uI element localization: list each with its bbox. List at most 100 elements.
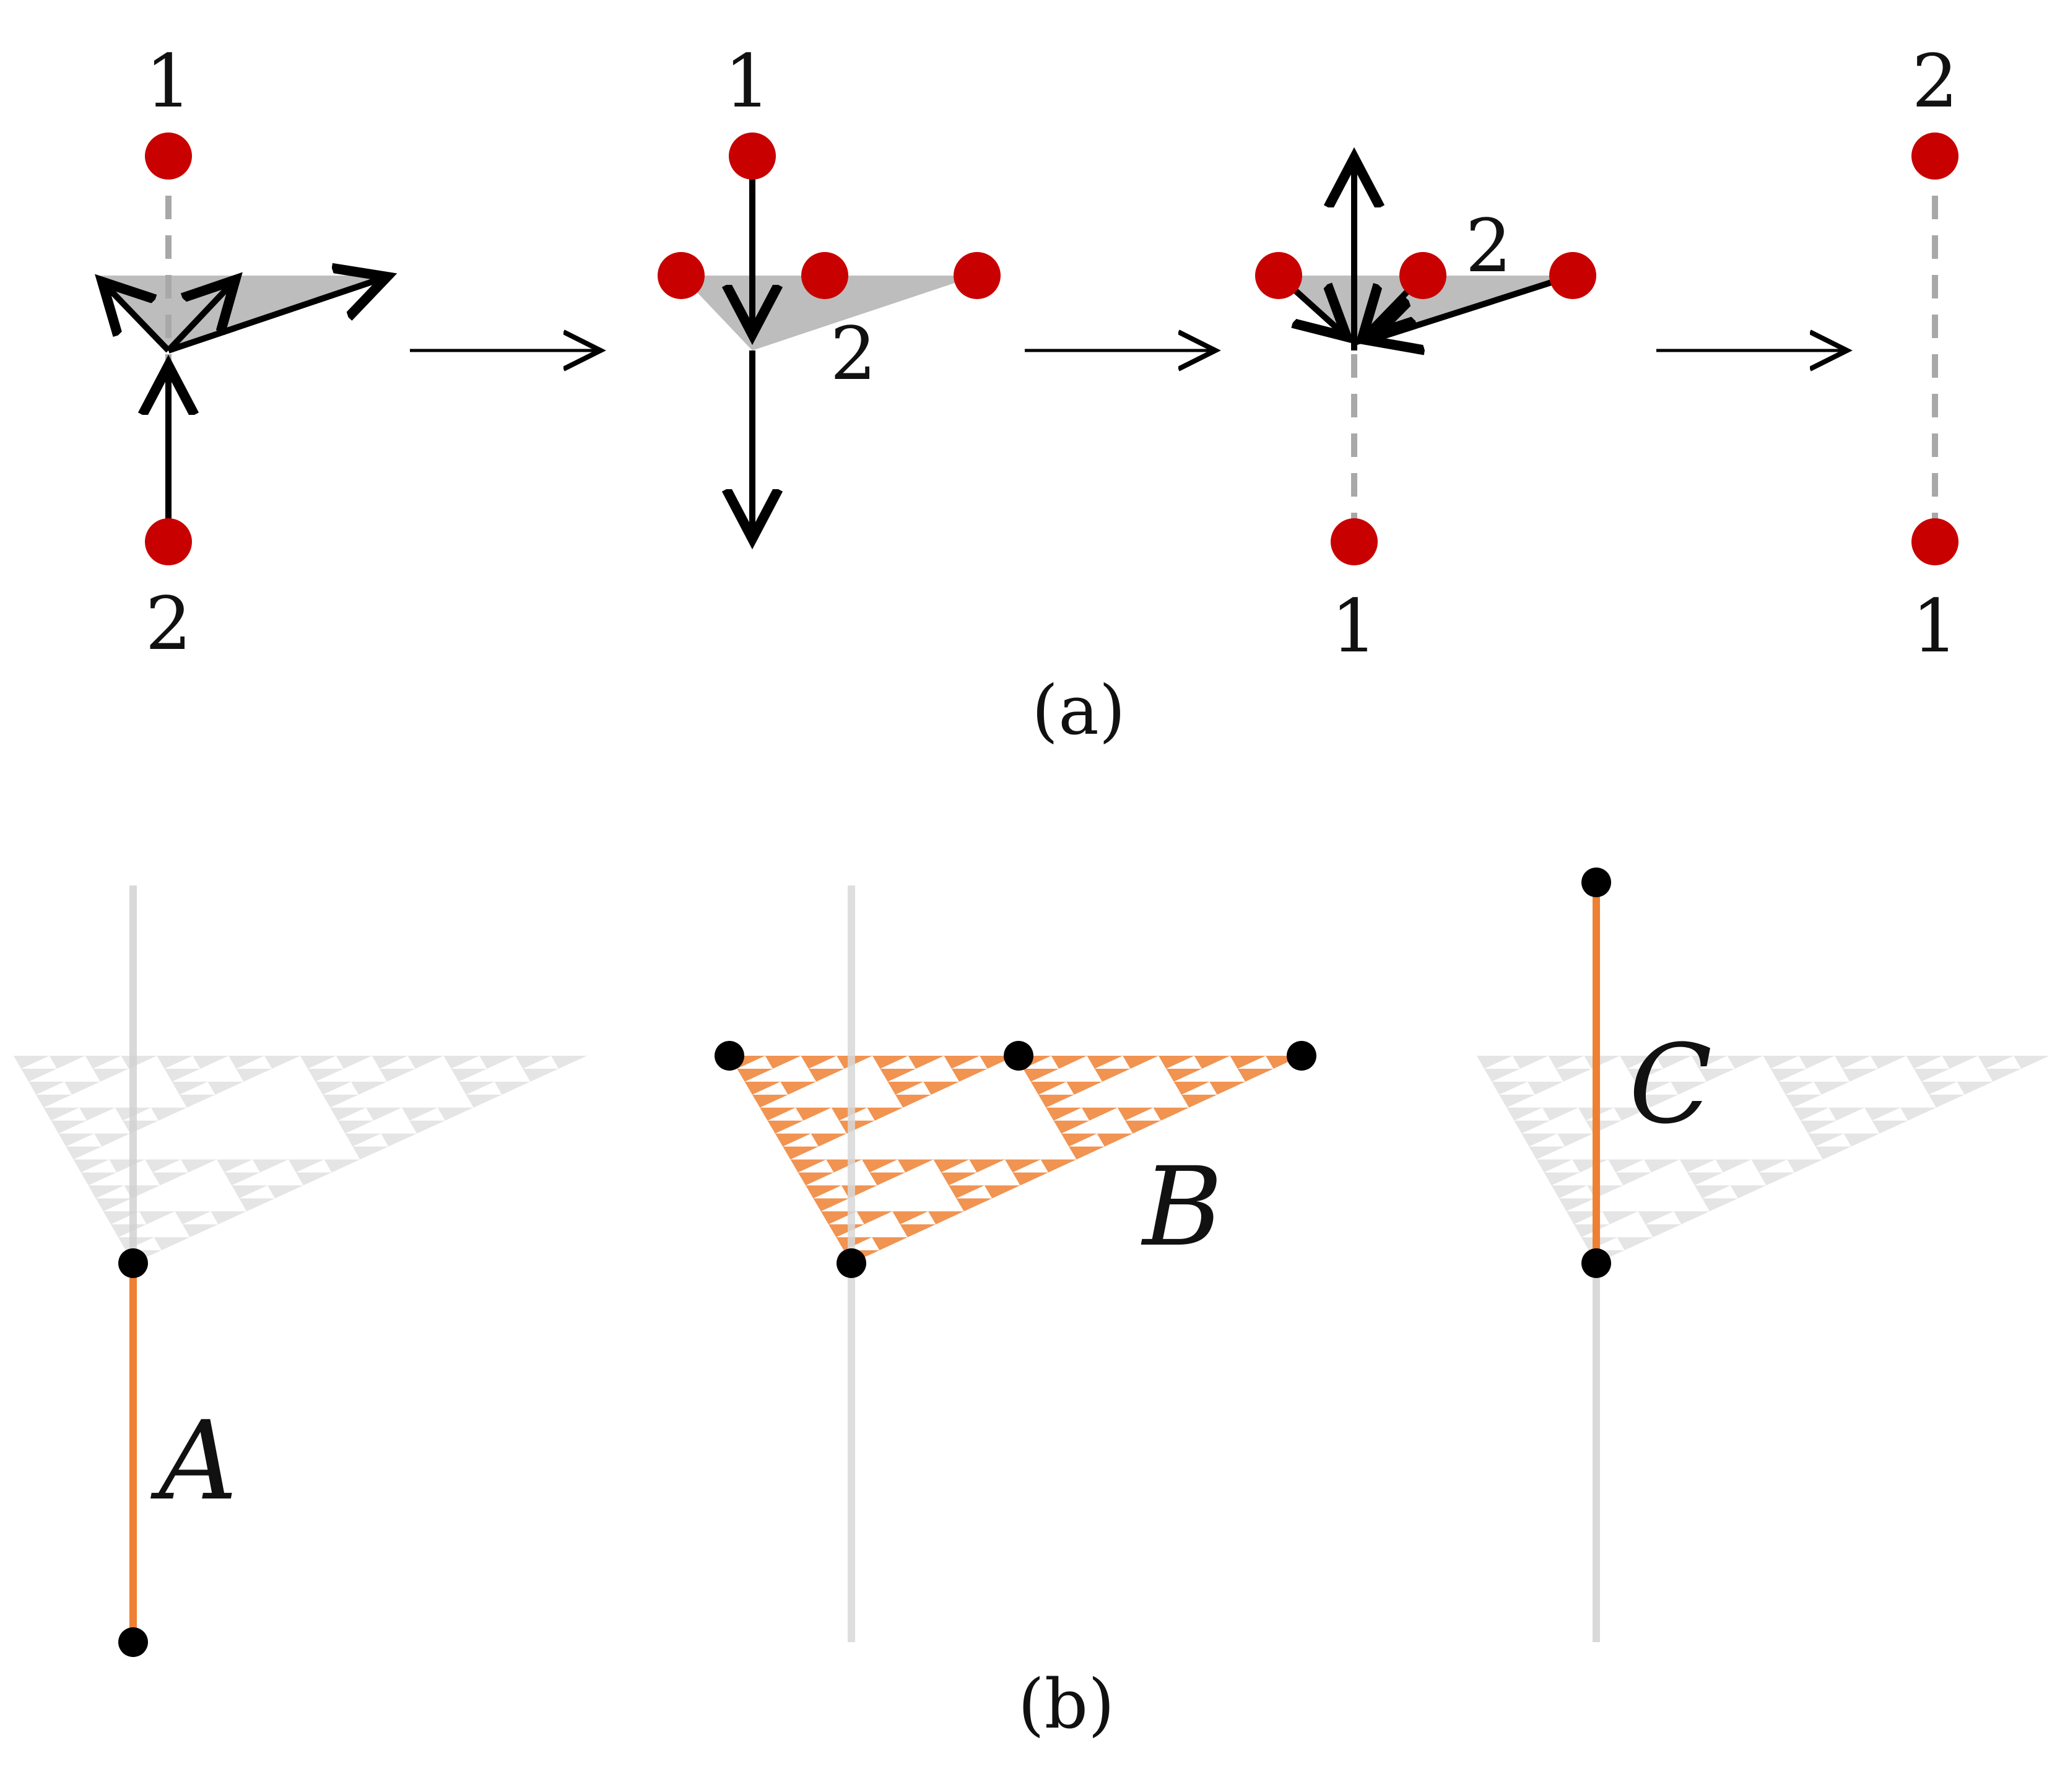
fractal-cell [66, 1146, 102, 1160]
fractal-cell [1542, 1107, 1578, 1121]
fractal-cell [1087, 1056, 1123, 1069]
fractal-cell [1046, 1107, 1082, 1121]
stage-3-node-mid [1399, 252, 1446, 299]
fractal-cell [1785, 1094, 1822, 1108]
fractal-cell [1978, 1056, 2014, 1069]
fractal-cell [1117, 1107, 1154, 1121]
fractal-cell [1484, 1068, 1520, 1082]
fractal-cell [1843, 1133, 1880, 1147]
fractal-cell [744, 1081, 781, 1095]
fractal-cell [1181, 1094, 1217, 1108]
fractal-cell [315, 1081, 351, 1095]
fractal-cell [79, 1107, 115, 1121]
stage-1-node-bottom [145, 518, 192, 565]
fractal-cell [895, 1094, 931, 1108]
fractal-cell [1123, 1056, 1159, 1069]
panel-a: 1 2 1 2 [99, 38, 1958, 750]
fractal-cell [182, 1224, 219, 1238]
fractal-cell [515, 1056, 552, 1069]
label-a: A [150, 1398, 237, 1525]
fractal-cell [1800, 1120, 1837, 1134]
fractal-cell [466, 1094, 502, 1108]
fractal-cell [1763, 1056, 1799, 1069]
fractal-cell [1642, 1094, 1679, 1108]
fractal-cell [115, 1107, 151, 1121]
fractal-cell [154, 1237, 190, 1251]
fractal-cell [923, 1081, 960, 1095]
fractal-cell [80, 1172, 117, 1186]
fractal-cell [1512, 1056, 1549, 1069]
fractal-cell [1573, 1224, 1610, 1238]
fractal-cell [892, 1211, 928, 1225]
fractal-cell [181, 1159, 217, 1173]
fractal-cell [300, 1056, 336, 1069]
fractal-cell [179, 1094, 215, 1108]
fractal-cell [124, 1185, 160, 1199]
fractal-cell [1656, 1056, 1692, 1069]
stage-2-node-mid [801, 252, 848, 299]
subfigure-c-vertex-bottom [1581, 1248, 1611, 1278]
fractal-cell [1643, 1159, 1680, 1173]
fractal-cell [49, 1056, 85, 1069]
fractal-cell [1770, 1068, 1807, 1082]
fractal-cell [862, 1159, 898, 1173]
fractal-cell [211, 1211, 247, 1225]
fractal-cell [1942, 1056, 1978, 1069]
fractal-cell [908, 1056, 944, 1069]
fractal-cell [2014, 1056, 2050, 1069]
fractal-cell [1051, 1056, 1087, 1069]
fractal-cell [451, 1068, 487, 1082]
stage-4-node-top [1911, 133, 1958, 180]
fractal-cell [479, 1056, 516, 1069]
fractal-cell [379, 1068, 415, 1082]
fractal-cell [933, 1159, 970, 1173]
stage-4-node-bottom [1911, 518, 1958, 565]
fractal-cell [1617, 1237, 1653, 1251]
fractal-cell [228, 1056, 265, 1069]
fractal-cell [1787, 1159, 1823, 1173]
fractal-cell [94, 1133, 131, 1147]
fractal-cell [1921, 1081, 1957, 1095]
fractal-cell [1702, 1198, 1738, 1212]
stage-2: 1 2 [658, 38, 1001, 539]
fractal-cell [164, 1068, 201, 1082]
subfigure-b-vertex-right [1287, 1041, 1316, 1071]
fractal-cell [175, 1211, 211, 1225]
stage-1-bottom-label: 2 [145, 581, 191, 666]
fractal-cell [85, 1056, 121, 1069]
fractal-cell [1620, 1056, 1656, 1069]
fractal-cell [1585, 1120, 1622, 1134]
fractal-cell [267, 1185, 303, 1199]
fractal-cell [21, 1068, 57, 1082]
fractal-cell [381, 1133, 417, 1147]
fractal-cell [1082, 1107, 1118, 1121]
stage-2-node-left [658, 252, 705, 299]
fractal-cell [157, 1056, 193, 1069]
fractal-cell [1153, 1107, 1189, 1121]
stage-3-node-right [1549, 252, 1596, 299]
fractal-cell [813, 1198, 850, 1212]
fractal-cell [1527, 1081, 1563, 1095]
fractal-cell [760, 1107, 796, 1121]
fractal-cell [1499, 1094, 1535, 1108]
fractal-cell [765, 1056, 801, 1069]
fractal-cell [336, 1056, 372, 1069]
fractal-cell [1727, 1056, 1763, 1069]
fractal-cell [224, 1172, 260, 1186]
fractal-cell [867, 1107, 903, 1121]
fractal-cell [1529, 1146, 1565, 1160]
fractal-cell [494, 1081, 531, 1095]
fractal-cell [1608, 1159, 1644, 1173]
fractal-cell [1030, 1081, 1067, 1095]
subfigure-a: A [14, 885, 587, 1657]
fractal-cell [1514, 1120, 1550, 1134]
subfigure-c-vertex-top [1581, 868, 1611, 897]
fractal-cell [1807, 1133, 1844, 1147]
fractal-cell [172, 1081, 208, 1095]
fractal-cell [1694, 1185, 1731, 1199]
fractal-cell [1814, 1081, 1850, 1095]
fractal-cell [1159, 1056, 1194, 1069]
fractal-cell [1835, 1056, 1871, 1069]
subfigure-b-fractal [729, 1056, 1302, 1263]
fractal-cell [1985, 1068, 2022, 1082]
